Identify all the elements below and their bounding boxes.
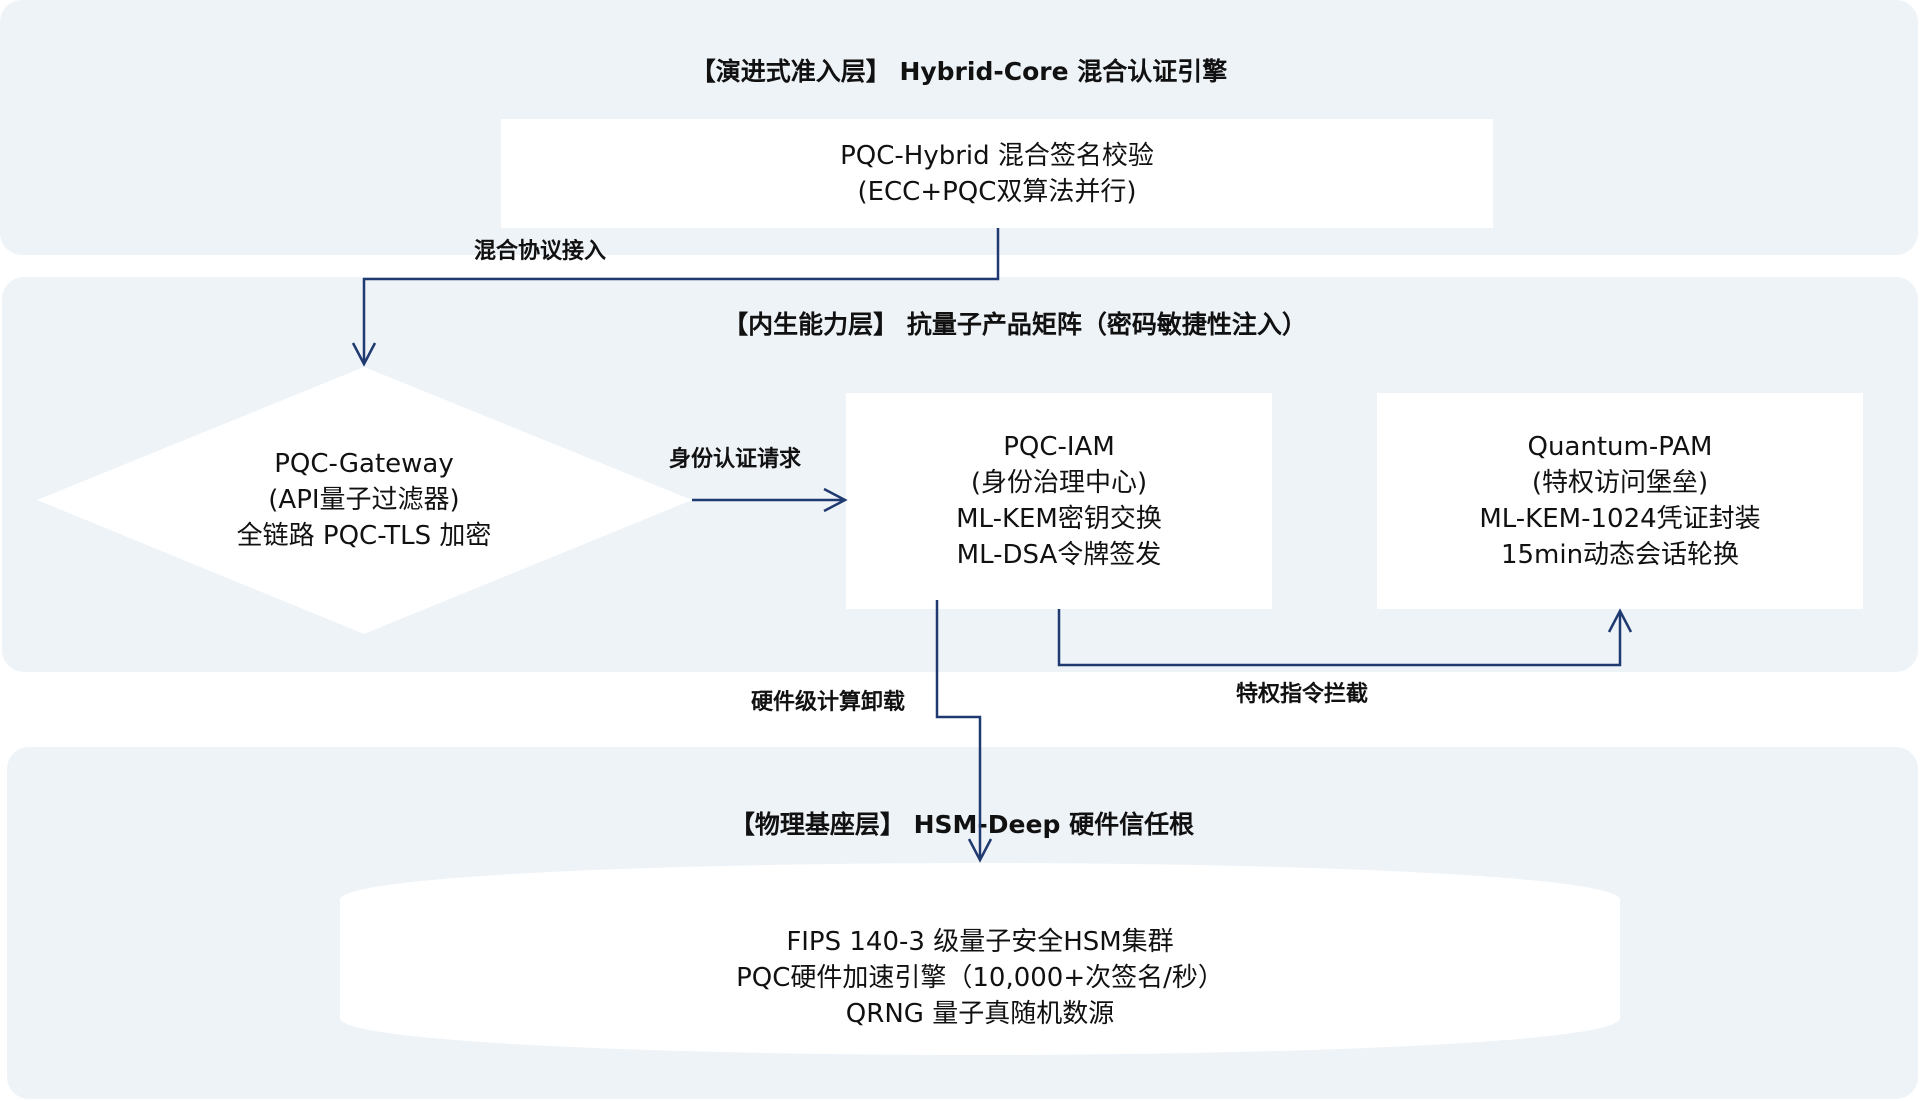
edge-iam-to-pam[interactable] [1057, 609, 1622, 667]
node-quantum-pam[interactable]: Quantum-PAM (特权访问堡垒) ML-KEM-1024凭证封装 15m… [1377, 393, 1863, 609]
edge-label-iam-to-pam: 特权指令拦截 [1235, 682, 1369, 707]
node-quantum-pam-line-2: (特权访问堡垒) [1531, 468, 1709, 498]
edge-label-hybrid-to-gateway: 混合协议接入 [473, 239, 607, 264]
edge-label-gateway-to-iam: 身份认证请求 [668, 447, 802, 472]
node-pqc-gateway-line-3: 全链路 PQC-TLS 加密 [236, 521, 492, 551]
node-quantum-pam-line-1: Quantum-PAM [1527, 432, 1713, 462]
node-hsm-cluster-line-2: PQC硬件加速引擎（10,000+次签名/秒） [736, 963, 1224, 993]
edge-label-iam-to-hsm: 硬件级计算卸载 [750, 690, 906, 715]
arrowhead-pam-icon [1607, 608, 1633, 633]
node-quantum-pam-line-3: ML-KEM-1024凭证封装 [1479, 504, 1761, 534]
node-pqc-gateway-label: PQC-Gateway (API量子过滤器) 全链路 PQC-TLS 加密 [114, 440, 614, 560]
layer-title-physical-foundation: 【物理基座层】 HSM-Deep 硬件信任根 [729, 810, 1195, 839]
node-pqc-iam-line-2: (身份治理中心) [970, 468, 1148, 498]
pqc-gateway-diamond[interactable] [37, 367, 692, 634]
node-pqc-hybrid-line-2: (ECC+PQC双算法并行) [857, 176, 1137, 207]
node-pqc-iam-line-3: ML-KEM密钥交换 [956, 504, 1162, 534]
node-pqc-iam[interactable]: PQC-IAM (身份治理中心) ML-KEM密钥交换 ML-DSA令牌签发 [846, 393, 1272, 609]
layer-title-endogenous-capability: 【内生能力层】 抗量子产品矩阵（密码敏捷性注入） [723, 310, 1307, 339]
arrowhead-hsm-icon [967, 838, 993, 863]
node-quantum-pam-line-4: 15min动态会话轮换 [1500, 540, 1740, 570]
edge-iam-to-hsm[interactable] [935, 600, 982, 860]
node-pqc-hybrid-line-1: PQC-Hybrid 混合签名校验 [840, 140, 1154, 171]
layer-title-evolution-access: 【演进式准入层】 Hybrid-Core 混合认证引擎 [690, 57, 1228, 86]
node-pqc-gateway-line-1: PQC-Gateway [274, 449, 454, 479]
edge-hybrid-to-gateway[interactable] [362, 228, 1000, 364]
node-pqc-hybrid[interactable]: PQC-Hybrid 混合签名校验 (ECC+PQC双算法并行) [501, 119, 1493, 228]
node-pqc-iam-line-1: PQC-IAM [1003, 432, 1115, 462]
arrowhead-gateway-icon [351, 342, 377, 367]
node-hsm-cluster-line-3: QRNG 量子真随机数源 [845, 999, 1115, 1029]
node-pqc-iam-line-4: ML-DSA令牌签发 [956, 540, 1162, 570]
node-hsm-cluster-label: FIPS 140-3 级量子安全HSM集群 PQC硬件加速引擎（10,000+次… [580, 918, 1380, 1038]
hsm-cluster-cylinder[interactable] [340, 863, 1620, 1055]
node-pqc-gateway-line-2: (API量子过滤器) [268, 485, 460, 515]
node-hsm-cluster-line-1: FIPS 140-3 级量子安全HSM集群 [786, 927, 1174, 957]
arrowhead-iam-icon [823, 487, 848, 513]
